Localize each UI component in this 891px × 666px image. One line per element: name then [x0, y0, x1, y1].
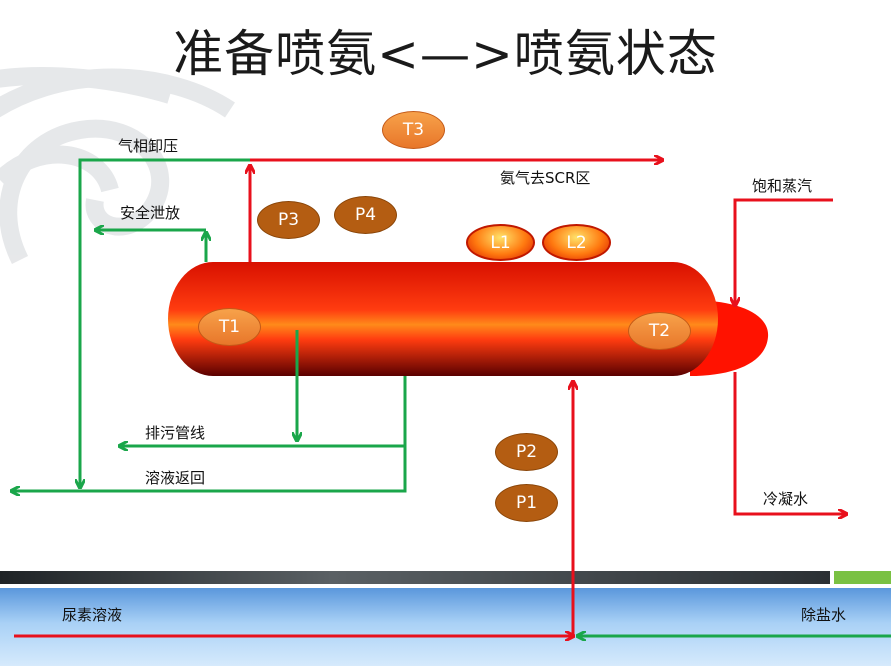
temperature-sensor-t2[interactable]: T2	[628, 312, 691, 350]
label-demineralized-water: 除盐水	[801, 606, 847, 624]
label-solution-return: 溶液返回	[145, 469, 206, 487]
footer-green-strip	[834, 571, 891, 584]
temperature-sensor-t1[interactable]: T1	[198, 308, 261, 346]
page-title: 准备喷氨<—>喷氨状态	[173, 25, 718, 83]
footer-blue-band	[0, 588, 891, 666]
pressure-sensor-p2[interactable]: P2	[495, 433, 558, 471]
label-urea-solution: 尿素溶液	[62, 606, 123, 624]
temperature-sensor-t3[interactable]: T3	[382, 111, 445, 149]
condensate-outlet-line	[733, 372, 846, 514]
level-sensor-l2[interactable]: L2	[542, 224, 611, 261]
footer-dark-strip	[0, 571, 830, 584]
gas-unload-line	[80, 158, 250, 487]
steam-inlet-line	[735, 198, 833, 305]
pressure-sensor-p4[interactable]: P4	[334, 196, 397, 234]
solution-return-line	[12, 446, 407, 491]
label-condensate: 冷凝水	[763, 490, 809, 508]
level-sensor-l1[interactable]: L1	[466, 224, 535, 261]
pressure-sensor-p1[interactable]: P1	[495, 484, 558, 522]
label-ammonia-to-scr: 氨气去SCR区	[500, 169, 591, 187]
pressure-sensor-p3[interactable]: P3	[257, 201, 320, 239]
label-saturated-steam: 饱和蒸汽	[752, 177, 813, 195]
label-gas-unload: 气相卸压	[118, 137, 179, 155]
label-safety-vent: 安全泄放	[120, 204, 181, 222]
label-drain-line: 排污管线	[145, 424, 206, 442]
reactor-tank	[168, 262, 769, 376]
decorative-swirl	[0, 66, 235, 265]
